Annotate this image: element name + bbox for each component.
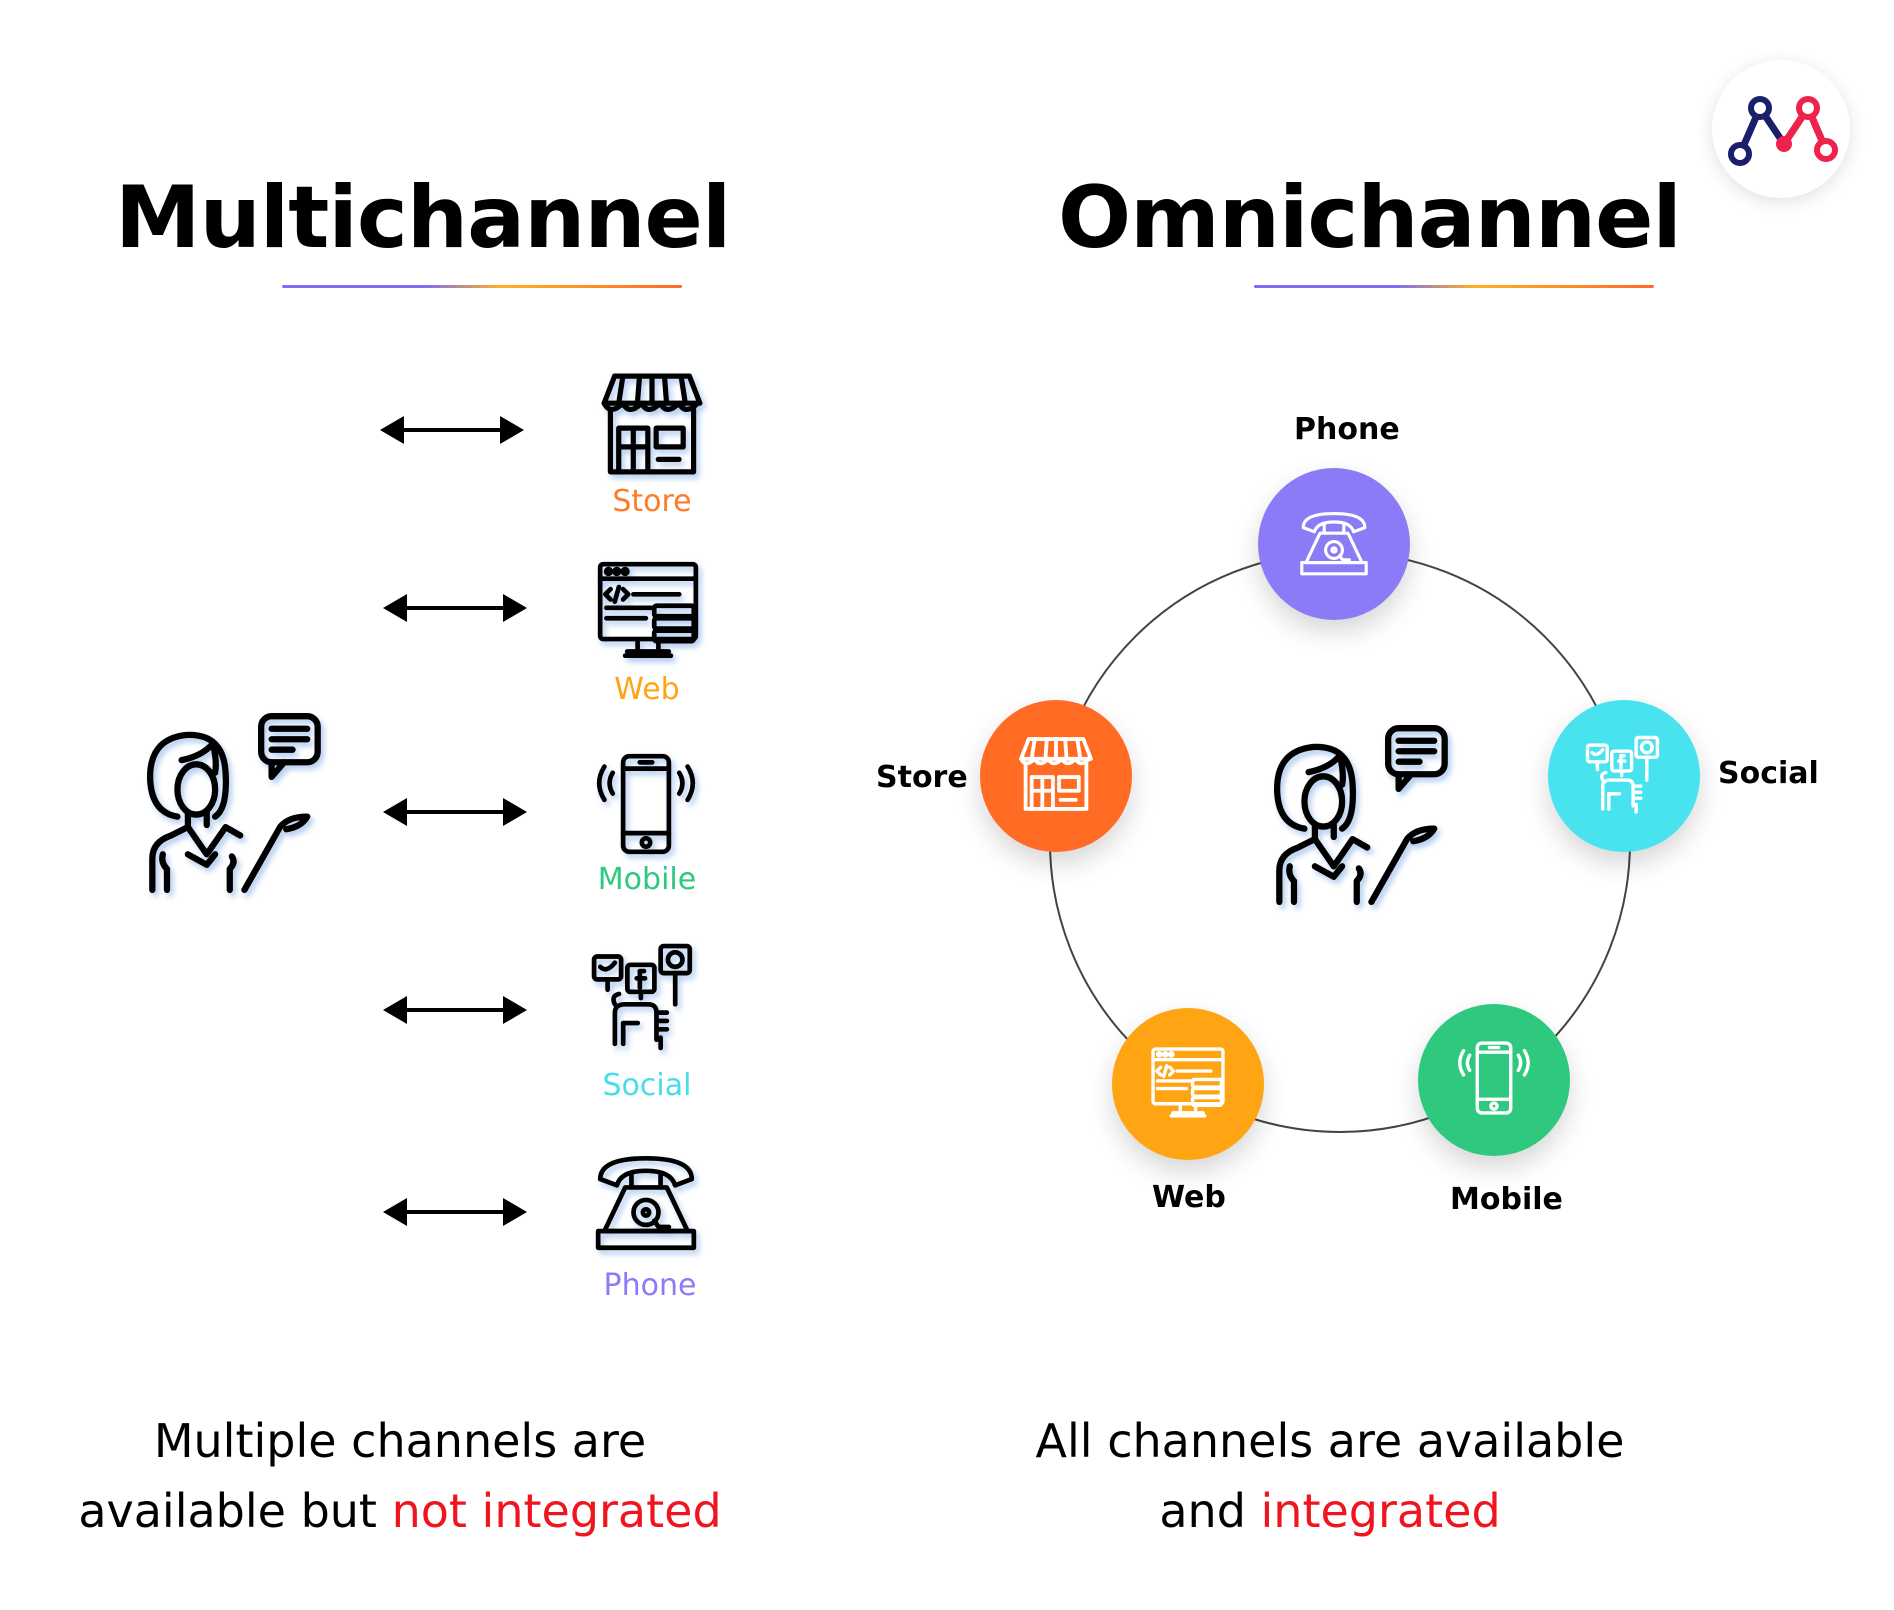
store-channel-node xyxy=(980,700,1132,852)
social-channel-node xyxy=(1548,700,1700,852)
multichannel-heading: Multichannel xyxy=(115,168,731,268)
mobile-omni-label: Mobile xyxy=(1450,1182,1563,1217)
web-code-icon xyxy=(1151,1047,1225,1118)
omnichannel-underline xyxy=(1254,285,1654,288)
mobile-channel-node xyxy=(1418,1004,1570,1156)
phone-channel-node xyxy=(1258,468,1410,620)
social-omni-label: Social xyxy=(1718,756,1819,791)
web-omni-label: Web xyxy=(1152,1180,1226,1215)
omnichannel-caption-line1: All channels are available xyxy=(1035,1414,1625,1468)
web-channel-node xyxy=(1112,1008,1264,1160)
omnichannel-heading: Omnichannel xyxy=(1058,168,1682,268)
mobile-label: Mobile xyxy=(597,862,697,897)
telephone-icon xyxy=(1300,512,1368,576)
caption-text: and xyxy=(1159,1484,1261,1538)
brand-logo[interactable] xyxy=(1712,60,1850,198)
multichannel-underline xyxy=(282,285,682,288)
multichannel-caption-line1: Multiple channels are xyxy=(153,1414,647,1468)
store-omni-label: Store xyxy=(876,760,968,795)
not-integrated-highlight: not integrated xyxy=(391,1484,722,1538)
web-label: Web xyxy=(614,672,680,707)
mobile-phone-icon xyxy=(1458,1041,1530,1115)
phone-label: Phone xyxy=(603,1268,697,1303)
customer-person-icon xyxy=(1272,724,1452,904)
phone-omni-label: Phone xyxy=(1294,412,1400,447)
multichannel-caption-line2: available but not integrated xyxy=(40,1476,760,1546)
multichannel-caption: Multiple channels are available but not … xyxy=(40,1406,760,1546)
integrated-highlight: integrated xyxy=(1260,1484,1501,1538)
social-media-icon xyxy=(1585,735,1660,814)
store-label: Store xyxy=(612,484,692,519)
store-icon xyxy=(1019,737,1093,811)
omnichannel-caption-line2: and integrated xyxy=(960,1476,1700,1546)
social-label: Social xyxy=(602,1068,692,1103)
caption-text: available but xyxy=(78,1484,392,1538)
brand-logo-icon xyxy=(1728,96,1838,166)
omnichannel-caption: All channels are available and integrate… xyxy=(960,1406,1700,1546)
